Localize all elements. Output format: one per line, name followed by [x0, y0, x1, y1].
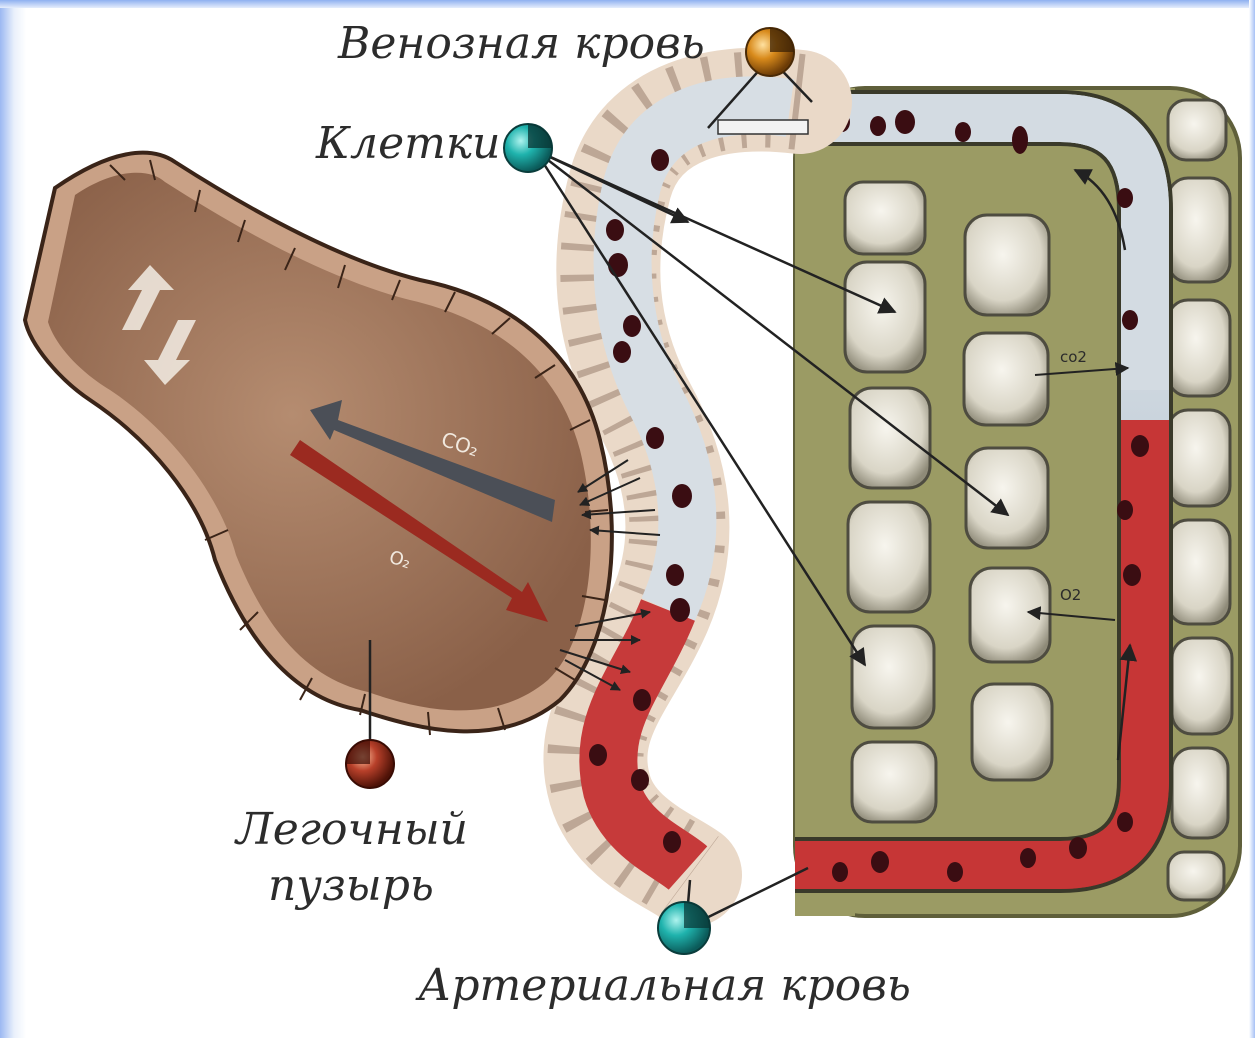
arterial-blood-label: Артериальная кровь — [418, 960, 911, 1011]
arterial-marker — [658, 902, 710, 954]
lung-vesicle-label-line1: Легочный — [236, 804, 468, 855]
venous-blood-label: Венозная кровь — [338, 18, 705, 69]
cells-label: Клетки — [316, 118, 500, 169]
o2-label-tissue: O2 — [1060, 586, 1081, 604]
lung-vesicle-marker — [346, 740, 394, 788]
venous-marker — [746, 28, 794, 76]
cells-marker — [504, 124, 552, 172]
co2-label-tissue: co2 — [1060, 348, 1087, 366]
lung-vesicle-label-line2: пузырь — [268, 860, 434, 911]
